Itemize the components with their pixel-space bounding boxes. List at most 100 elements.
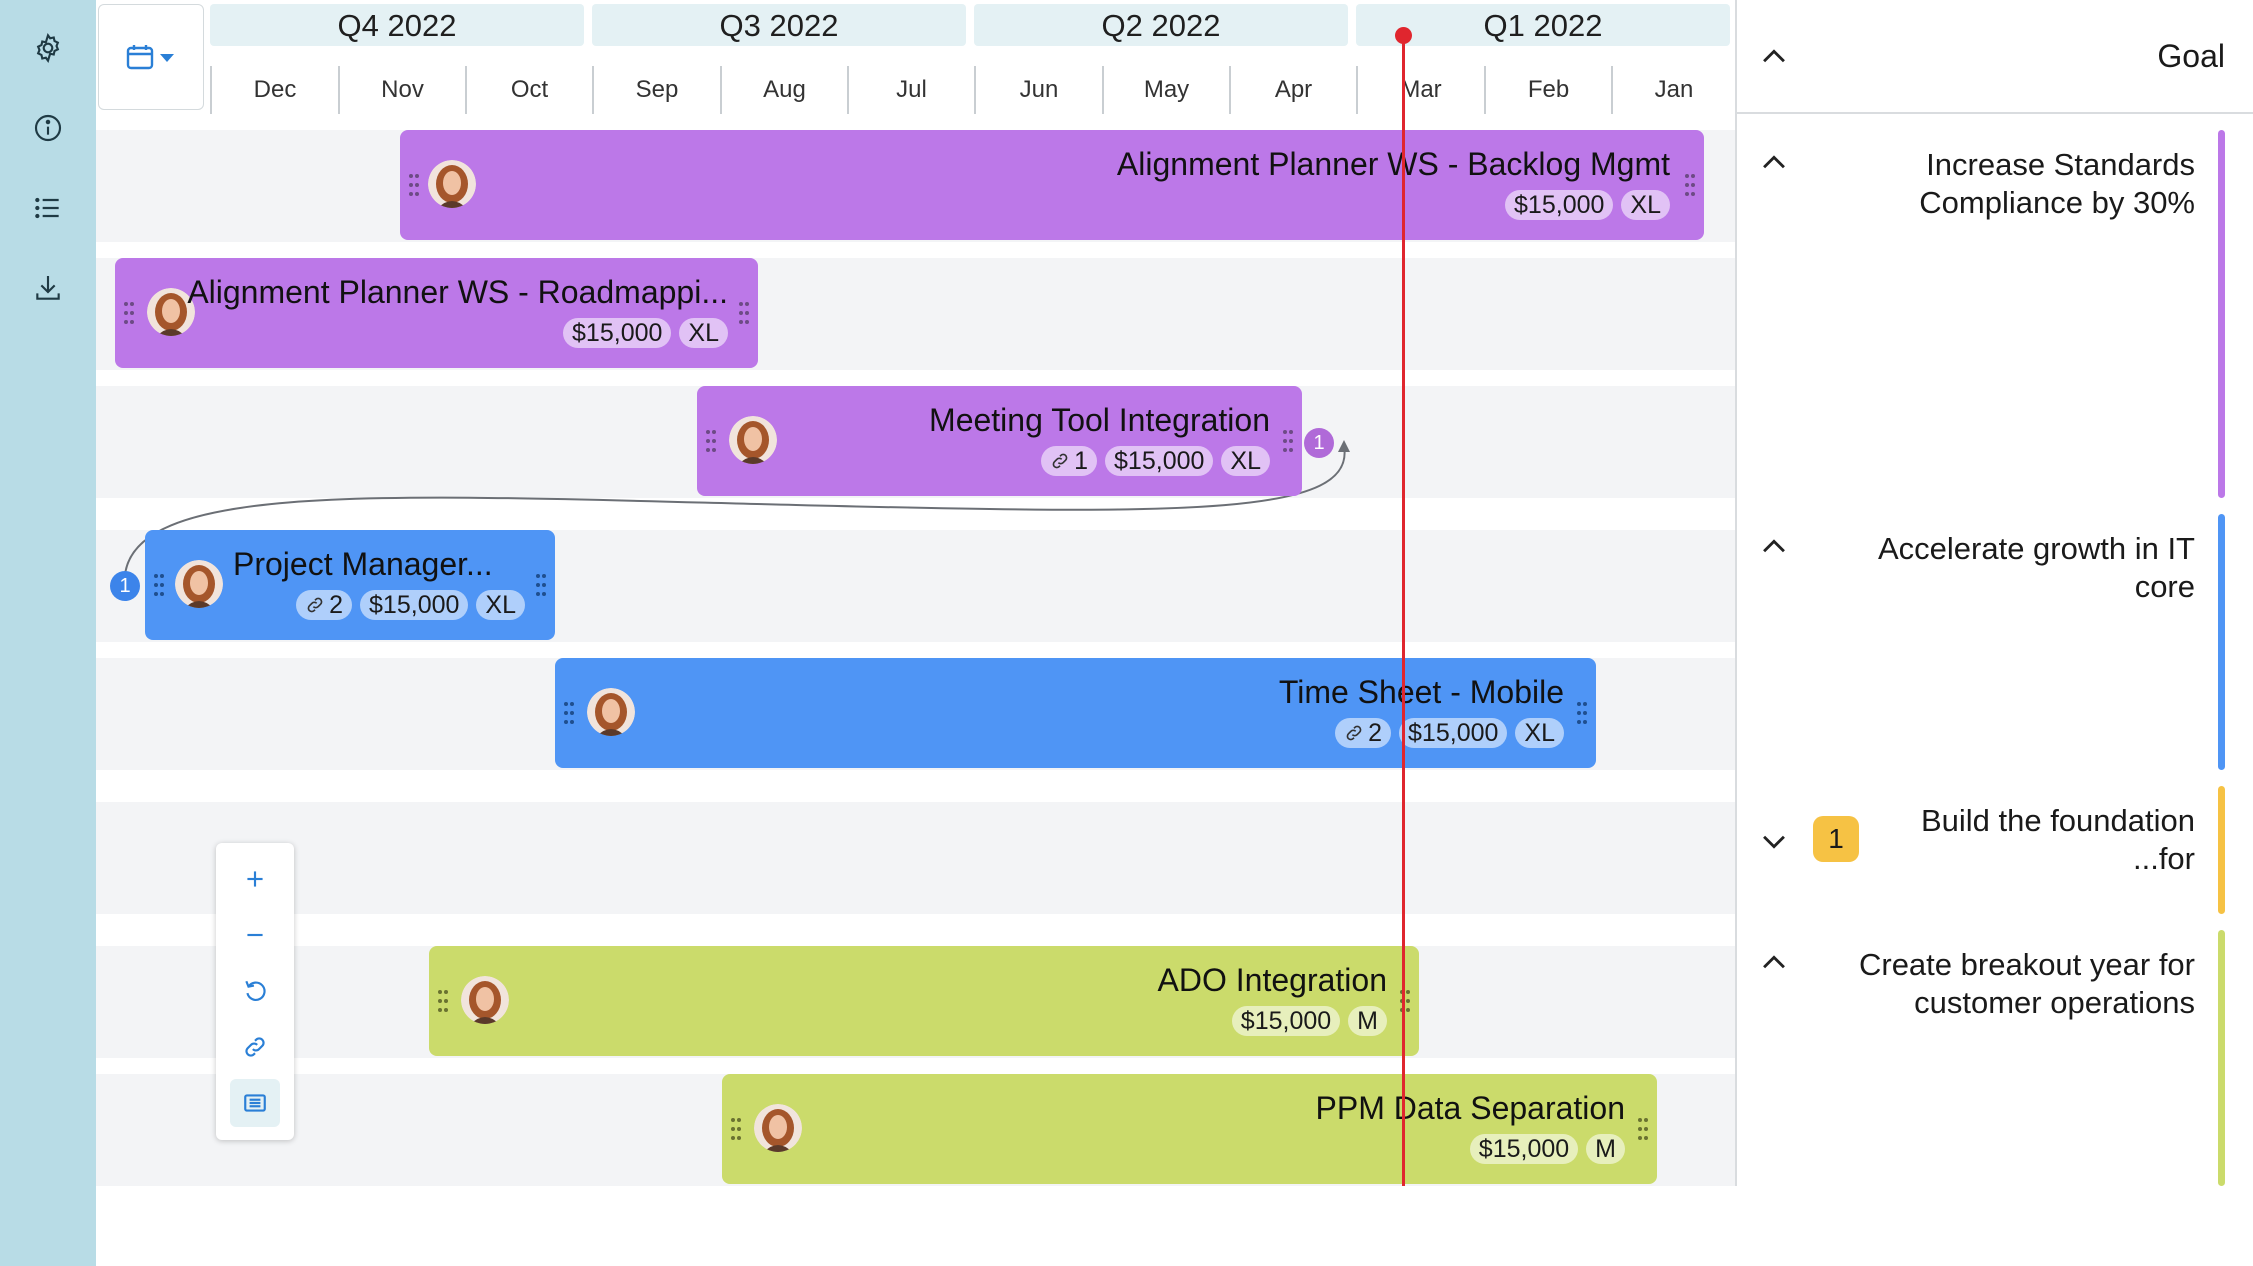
chevron-up-icon[interactable]: [1757, 946, 1791, 980]
calendar-icon: [126, 45, 174, 70]
table-view-button[interactable]: [230, 1079, 280, 1127]
month-label: Jun: [974, 66, 1102, 114]
bar-title: ADO Integration: [1157, 962, 1387, 998]
avatar: [428, 160, 476, 208]
dependency-badge[interactable]: 1: [1304, 428, 1334, 458]
settings-icon[interactable]: [28, 28, 68, 68]
goal-text: Accelerate growth in IT core: [1877, 531, 2195, 604]
roadmap-bar[interactable]: PPM Data Separation $15,000 M: [722, 1074, 1657, 1184]
table-icon: [244, 1094, 266, 1112]
month-label: May: [1102, 66, 1229, 114]
reset-view-button[interactable]: [230, 967, 280, 1015]
drag-handle-icon[interactable]: [123, 300, 135, 326]
links-count: 2: [1368, 719, 1383, 747]
bar-title: Alignment Planner WS - Backlog Mgmt: [1116, 146, 1670, 182]
drag-handle-icon[interactable]: [408, 172, 420, 198]
bar-title: Time Sheet - Mobile: [1278, 674, 1564, 710]
bar-pills: $15,000 M: [1231, 1006, 1387, 1036]
drag-handle-icon[interactable]: [153, 572, 165, 598]
cost-pill: $15,000: [360, 590, 469, 620]
quarter-header: Q2 2022: [974, 4, 1348, 46]
goal-header-label: Goal: [2157, 38, 2225, 74]
month-label: Aug: [720, 66, 847, 114]
quarter-header: Q1 2022: [1356, 4, 1730, 46]
goal-text: Increase Standards Compliance by 30%: [1919, 147, 2195, 220]
download-icon[interactable]: [28, 268, 68, 308]
left-sidebar: [0, 0, 96, 1266]
bar-title: Alignment Planner WS - Roadmappi...: [187, 274, 728, 310]
chevron-up-icon[interactable]: [1757, 40, 1791, 74]
today-marker-line: [1402, 34, 1405, 1186]
drag-handle-icon[interactable]: [437, 988, 449, 1014]
link-icon: [1346, 725, 1362, 741]
drag-handle-icon[interactable]: [563, 700, 575, 726]
link-mode-button[interactable]: [230, 1023, 280, 1071]
chevron-up-icon[interactable]: [1757, 146, 1791, 180]
link-icon: [1052, 453, 1068, 469]
quarter-header: Q4 2022: [210, 4, 584, 46]
goal-header: Goal: [1737, 0, 2253, 114]
cost-pill: $15,000: [1505, 190, 1614, 220]
list-icon[interactable]: [28, 188, 68, 228]
avatar: [729, 416, 777, 464]
zoom-out-button[interactable]: [230, 911, 280, 959]
month-label: Jan: [1611, 66, 1735, 114]
bar-title: Project Manager...: [233, 546, 493, 582]
roadmap-bar[interactable]: Project Manager... 2 $15,000 XL: [145, 530, 555, 640]
size-pill: XL: [1515, 718, 1564, 748]
month-label: Nov: [338, 66, 465, 114]
drag-handle-icon[interactable]: [1684, 172, 1696, 198]
bar-title: PPM Data Separation: [1315, 1090, 1626, 1126]
drag-handle-icon[interactable]: [730, 1116, 742, 1142]
goal-item[interactable]: Create breakout year for customer operat…: [1737, 930, 2253, 1186]
bar-title: Meeting Tool Integration: [929, 402, 1270, 438]
month-label: Sep: [592, 66, 720, 114]
goal-color-stripe: [2218, 786, 2225, 914]
dependency-badge[interactable]: 1: [110, 571, 140, 601]
info-icon[interactable]: [28, 108, 68, 148]
today-marker-dot[interactable]: [1395, 27, 1412, 44]
roadmap-bar[interactable]: Alignment Planner WS - Backlog Mgmt $15,…: [400, 130, 1704, 240]
chevron-up-icon[interactable]: [1757, 530, 1791, 564]
roadmap-bar[interactable]: Meeting Tool Integration 1 $15,000 XL: [697, 386, 1302, 496]
goal-item[interactable]: Increase Standards Compliance by 30%: [1737, 130, 2253, 500]
month-label: Feb: [1484, 66, 1611, 114]
drag-handle-icon[interactable]: [1399, 988, 1411, 1014]
drag-handle-icon[interactable]: [1282, 428, 1294, 454]
size-pill: M: [1586, 1134, 1625, 1164]
drag-handle-icon[interactable]: [1576, 700, 1588, 726]
calendar-dropdown-button[interactable]: [98, 4, 204, 110]
cost-pill: $15,000: [1231, 1006, 1341, 1036]
roadmap-bar[interactable]: Time Sheet - Mobile 2 $15,000 XL: [555, 658, 1596, 768]
avatar: [587, 688, 635, 736]
cost-pill: $15,000: [1399, 718, 1508, 748]
timeline: Q4 2022 Q3 2022 Q2 2022 Q1 2022 Dec Nov …: [96, 0, 1735, 1266]
zoom-in-button[interactable]: [230, 855, 280, 903]
link-icon: [307, 597, 323, 613]
drag-handle-icon[interactable]: [1637, 1116, 1649, 1142]
refresh-icon: [245, 980, 266, 1001]
cost-pill: $15,000: [1105, 446, 1214, 476]
plus-icon: [247, 871, 263, 887]
goal-color-stripe: [2218, 930, 2225, 1186]
bar-pills: 1 $15,000 XL: [1041, 446, 1270, 476]
bar-pills: $15,000 M: [1469, 1134, 1625, 1164]
roadmap-bar[interactable]: Alignment Planner WS - Roadmappi... $15,…: [115, 258, 758, 368]
links-pill: 2: [296, 590, 353, 620]
chevron-down-icon[interactable]: [1757, 824, 1791, 858]
drag-handle-icon[interactable]: [738, 300, 750, 326]
goal-item[interactable]: Accelerate growth in IT core: [1737, 514, 2253, 770]
month-label: Dec: [210, 66, 338, 114]
goal-item[interactable]: 1 Build the foundation ...for: [1737, 786, 2253, 914]
avatar: [147, 288, 195, 336]
size-pill: XL: [679, 318, 728, 348]
goal-text: Create breakout year for customer operat…: [1858, 947, 2195, 1020]
drag-handle-icon[interactable]: [705, 428, 717, 454]
drag-handle-icon[interactable]: [535, 572, 547, 598]
bar-pills: 2 $15,000 XL: [296, 590, 525, 620]
cost-pill: $15,000: [1469, 1134, 1579, 1164]
goal-count-badge: 1: [1813, 816, 1859, 862]
roadmap-bar[interactable]: ADO Integration $15,000 M: [429, 946, 1419, 1056]
size-pill: XL: [476, 590, 525, 620]
minus-icon: [247, 933, 263, 937]
